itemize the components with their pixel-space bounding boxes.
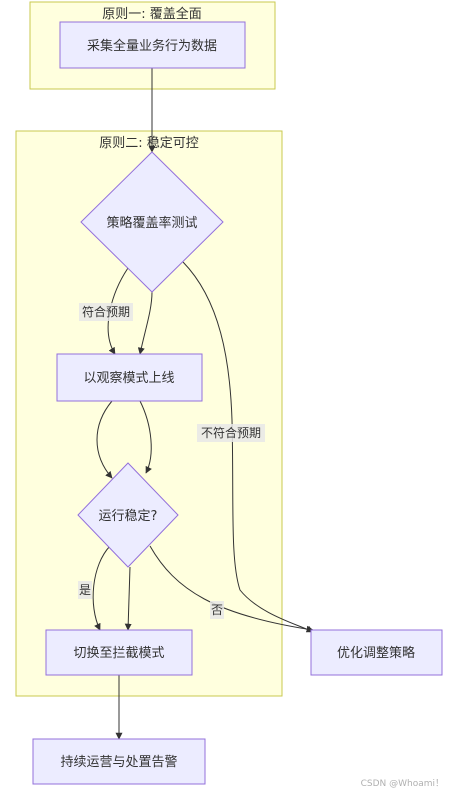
node-observe-label: 以观察模式上线 xyxy=(83,371,174,386)
edge-label-meets: 符合预期 xyxy=(82,304,130,319)
node-strategy-test-label: 策略覆盖率测试 xyxy=(106,215,197,231)
edge-stable-to-optimize-no xyxy=(149,545,314,633)
node-intercept-label: 切换至拦截模式 xyxy=(73,646,164,661)
node-stable-label: 运行稳定? xyxy=(99,508,158,524)
node-operate-label: 持续运营与处置告警 xyxy=(60,754,177,770)
edge-observe-to-stable-left xyxy=(96,400,113,479)
edge-strategy-to-optimize xyxy=(182,261,314,633)
node-collect-label: 采集全量业务行为数据 xyxy=(87,38,217,54)
edge-label-yes: 是 xyxy=(79,583,91,597)
node-optimize-label: 优化调整策略 xyxy=(337,645,415,661)
node-stable-decision: 运行稳定? xyxy=(77,462,179,568)
cluster-principle-1-title: 原则一: 覆盖全面 xyxy=(102,6,202,22)
watermark: CSDN @Whoami！ xyxy=(361,778,444,789)
edge-observe-to-stable-right xyxy=(139,400,152,474)
node-operate: 持续运营与处置告警 xyxy=(32,738,206,785)
edge-labels: 符合预期 不符合预期 是 否 xyxy=(78,303,265,619)
node-observe: 以观察模式上线 xyxy=(56,353,203,402)
cluster-principle-2-title: 原则二: 稳定可控 xyxy=(99,135,199,151)
node-strategy-test: 策略覆盖率测试 xyxy=(80,151,224,293)
node-collect: 采集全量业务行为数据 xyxy=(59,21,246,69)
node-intercept: 切换至拦截模式 xyxy=(45,629,193,676)
edge-stable-to-intercept xyxy=(124,566,132,631)
edge-label-no: 否 xyxy=(211,603,223,617)
edge-stable-to-intercept-yes xyxy=(92,545,111,631)
node-optimize: 优化调整策略 xyxy=(310,629,443,676)
edge-strategy-to-observe xyxy=(137,291,153,355)
edge-label-not-meets: 不符合预期 xyxy=(201,425,261,440)
